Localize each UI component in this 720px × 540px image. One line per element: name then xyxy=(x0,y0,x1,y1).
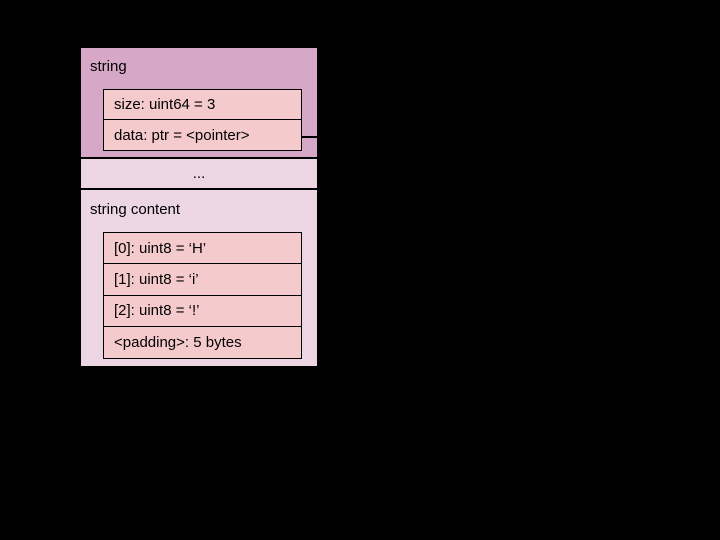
string-content-box: string content [0]: uint8 = ‘H’ [1]: uin… xyxy=(81,190,317,366)
field-row-char-2: [2]: uint8 = ‘!’ xyxy=(104,295,301,327)
string-struct-title: string xyxy=(90,58,127,75)
field-row-size: size: uint64 = 3 xyxy=(104,90,301,120)
field-row-char-1: [1]: uint8 = ‘i’ xyxy=(104,264,301,296)
string-content-field-table: [0]: uint8 = ‘H’ [1]: uint8 = ‘i’ [2]: u… xyxy=(103,232,302,360)
memory-gap-ellipsis: ... xyxy=(81,157,317,190)
string-struct-box: string size: uint64 = 3 data: ptr = <poi… xyxy=(81,48,317,157)
field-row-data-ptr: data: ptr = <pointer> xyxy=(104,120,301,150)
string-struct-field-table: size: uint64 = 3 data: ptr = <pointer> xyxy=(103,89,302,151)
pointer-connector-line xyxy=(302,136,317,138)
field-row-padding: <padding>: 5 bytes xyxy=(104,326,301,359)
field-row-char-0: [0]: uint8 = ‘H’ xyxy=(104,233,301,265)
string-content-title: string content xyxy=(90,201,181,218)
